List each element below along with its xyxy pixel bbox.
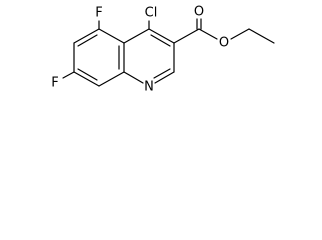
atom-oxygen-carbonyl: O <box>194 5 204 20</box>
benzene-ring <box>73 28 125 87</box>
chemical-structure-diagram: F Cl F N O O <box>51 5 275 95</box>
bond-ch2-ch3 <box>248 28 275 44</box>
bond-c4a-c5 <box>98 28 125 44</box>
pyridine-ring <box>123 28 175 84</box>
bond-c4-c3-inner <box>150 34 171 47</box>
atom-fluorine-left: F <box>51 76 58 91</box>
bond-c4-c3 <box>148 28 175 44</box>
ethyl-ester-group <box>173 18 275 44</box>
bond-carbonyl-o-ester <box>198 28 218 40</box>
bond-c7-f <box>62 71 75 79</box>
bond-o-ch2 <box>230 28 250 40</box>
bond-c8-c8a <box>98 71 125 87</box>
bond-c2-n1 <box>154 71 175 84</box>
bond-c5-c6 <box>73 28 100 44</box>
bond-c7-c8-inner <box>77 68 98 81</box>
atom-chlorine: Cl <box>145 6 158 21</box>
bond-c3-carbonyl <box>173 28 200 44</box>
atom-nitrogen: N <box>144 80 154 95</box>
atom-fluorine-top: F <box>95 6 102 21</box>
bond-c5-c6-inner <box>77 34 98 47</box>
bond-c4a-c4 <box>123 28 150 44</box>
bond-c2-n1-inner <box>153 68 171 79</box>
atom-oxygen-ester: O <box>219 36 229 51</box>
bond-n1-c8a <box>123 71 144 84</box>
bond-c7-c8 <box>73 71 100 87</box>
